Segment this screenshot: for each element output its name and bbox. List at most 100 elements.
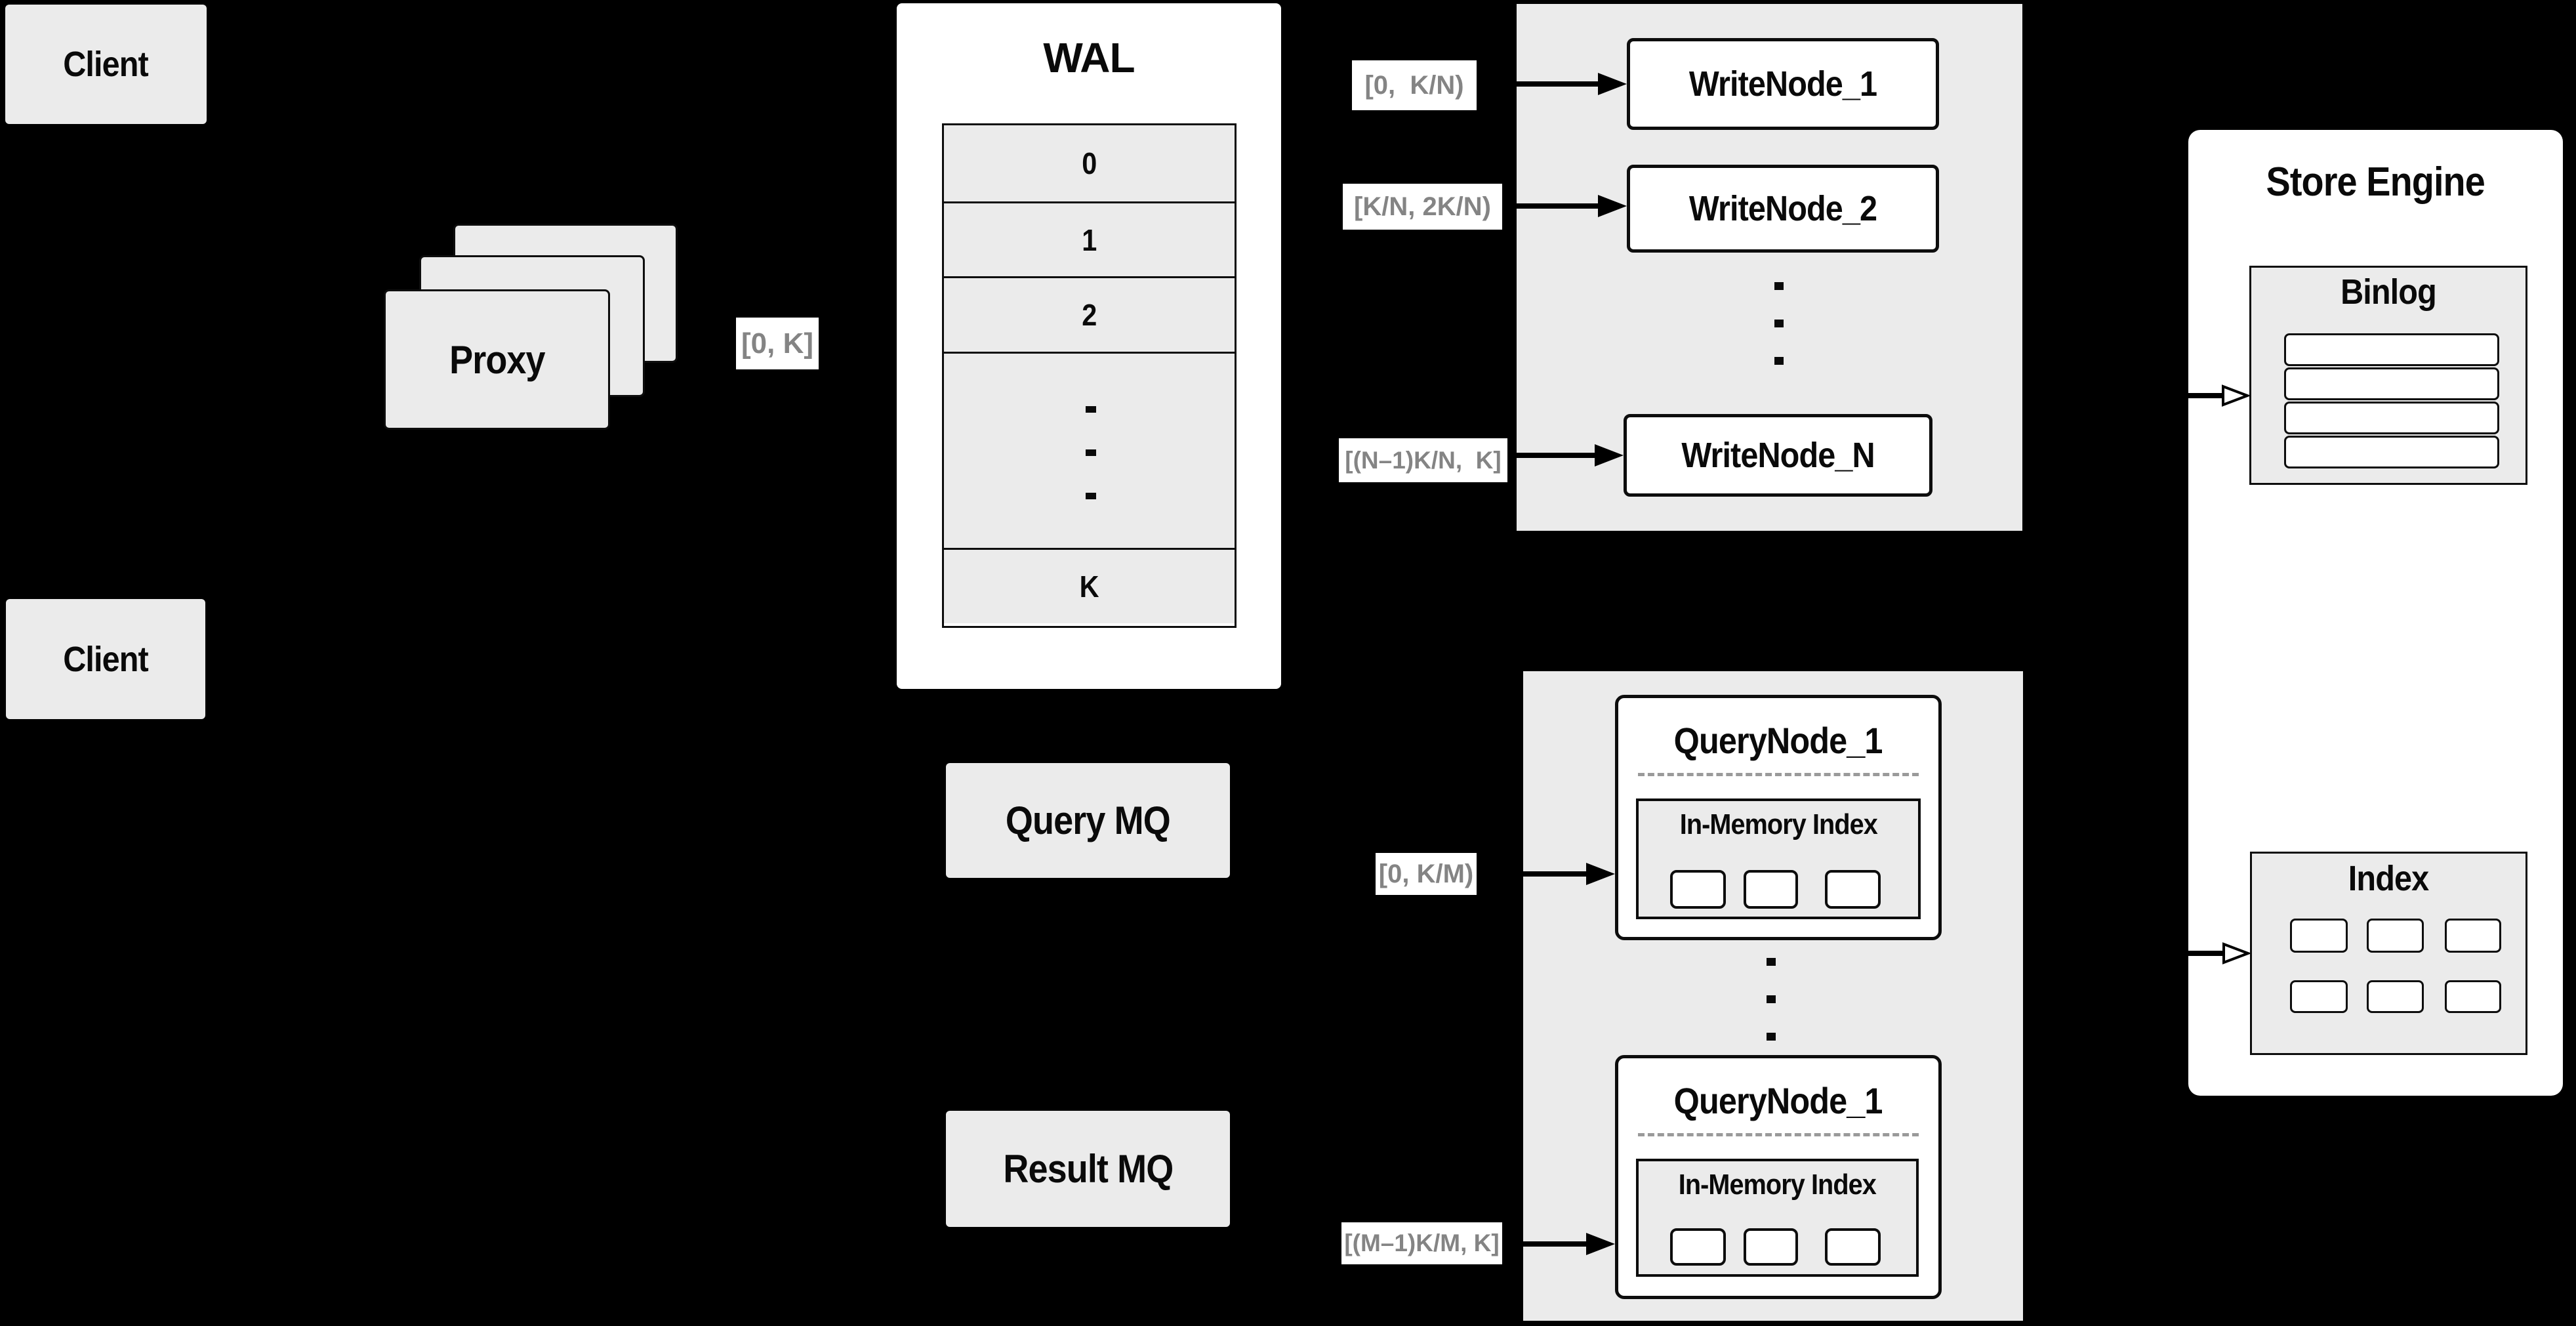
ellipsis-dot xyxy=(1774,320,1784,327)
write-node-1: WriteNode_1 xyxy=(1627,38,1939,130)
wal-segment-table: 0 1 2 K xyxy=(942,123,1237,628)
ellipsis-dot xyxy=(1767,958,1776,966)
client-box-top: Client xyxy=(5,5,207,124)
index-segment xyxy=(1670,1228,1726,1266)
write-node-1-label: WriteNode_1 xyxy=(1688,64,1877,104)
ellipsis-dot xyxy=(1086,406,1096,413)
arrow-to-query-node-1 xyxy=(1523,863,1615,885)
wal-title-text: WAL xyxy=(1043,34,1135,81)
in-memory-index-title-text: In-Memory Index xyxy=(1679,808,1877,840)
index-segment xyxy=(1744,1228,1798,1266)
client-top-label: Client xyxy=(63,45,150,84)
wal-row-1: 1 xyxy=(944,203,1235,278)
wal-row-1-label: 1 xyxy=(1081,222,1097,257)
query-range-label-1: [0, K/M) xyxy=(1376,853,1477,895)
index-segment xyxy=(2290,980,2348,1013)
arrow-line xyxy=(1517,453,1596,458)
ellipsis-dot xyxy=(1086,449,1096,456)
arrow-right-icon xyxy=(1586,1233,1615,1255)
query-mq-box: Query MQ xyxy=(946,763,1230,878)
wal-row-k: K xyxy=(944,550,1235,623)
wal-row-0-label: 0 xyxy=(1081,146,1097,180)
binlog-title: Binlog xyxy=(2249,270,2527,314)
wal-row-k-label: K xyxy=(1079,570,1099,604)
index-segment xyxy=(2367,980,2424,1013)
arrow-line xyxy=(1523,871,1587,877)
store-engine-title: Store Engine xyxy=(2188,152,2563,211)
proxy-range-label: [0, K] xyxy=(736,318,819,369)
index-title-text: Index xyxy=(2348,859,2429,898)
query-node-2-title: QueryNode_1 xyxy=(1618,1077,1938,1124)
write-range-label-1: [0, K/N) xyxy=(1352,60,1477,110)
write-node-n: WriteNode_N xyxy=(1624,414,1932,497)
in-memory-index-title: In-Memory Index xyxy=(1639,1168,1916,1202)
wal-row-2-label: 2 xyxy=(1081,298,1097,332)
query-mq-label: Query MQ xyxy=(1006,798,1171,842)
result-mq-label: Result MQ xyxy=(1003,1147,1174,1191)
index-segment xyxy=(2290,919,2348,953)
arrow-line xyxy=(1523,1241,1587,1247)
in-memory-index-title: In-Memory Index xyxy=(1639,808,1918,842)
proxy-box: Proxy xyxy=(384,289,610,430)
index-segment xyxy=(2445,919,2501,953)
wal-row-0: 0 xyxy=(944,125,1235,203)
arrow-right-icon xyxy=(1598,73,1627,95)
arrow-line xyxy=(1517,81,1599,87)
hollow-arrow-right-icon xyxy=(2222,384,2249,407)
index-segment xyxy=(1670,870,1726,909)
query-node-2-title-text: QueryNode_1 xyxy=(1674,1079,1883,1121)
dashed-divider xyxy=(1638,1133,1919,1136)
wal-title: WAL xyxy=(897,25,1281,91)
in-memory-index-box-1: In-Memory Index xyxy=(1636,798,1921,919)
index-segment xyxy=(1744,870,1798,909)
ellipsis-dot xyxy=(1774,357,1784,365)
binlog-segment xyxy=(2284,402,2499,434)
arrow-to-write-node-2 xyxy=(1517,195,1627,217)
wal-ellipsis-row xyxy=(944,354,1235,550)
binlog-segment xyxy=(2284,436,2499,468)
arrow-to-write-node-n xyxy=(1517,444,1624,466)
binlog-title-text: Binlog xyxy=(2341,272,2437,312)
wal-row-2: 2 xyxy=(944,278,1235,354)
write-node-2: WriteNode_2 xyxy=(1627,165,1939,253)
ellipsis-dot xyxy=(1086,493,1096,499)
arrow-to-binlog xyxy=(2188,384,2249,407)
query-node-1-title-text: QueryNode_1 xyxy=(1674,719,1883,761)
query-range-label-2: [(M–1)K/M, K] xyxy=(1341,1222,1502,1264)
ellipsis-dot xyxy=(1767,995,1776,1003)
index-segment xyxy=(1825,870,1881,909)
binlog-segment xyxy=(2284,367,2499,400)
arrow-right-icon xyxy=(1598,195,1627,217)
arrow-to-write-node-1 xyxy=(1517,73,1627,95)
ellipsis-dot xyxy=(1774,282,1784,290)
dashed-divider xyxy=(1638,773,1919,776)
query-node-1: QueryNode_1 In-Memory Index xyxy=(1615,695,1942,940)
query-node-2: QueryNode_1 In-Memory Index xyxy=(1615,1055,1942,1299)
in-memory-index-title-text: In-Memory Index xyxy=(1678,1169,1877,1201)
write-node-2-label: WriteNode_2 xyxy=(1688,189,1877,228)
client-bottom-label: Client xyxy=(63,639,149,679)
ellipsis-dot xyxy=(1767,1033,1776,1041)
arrow-right-icon xyxy=(1595,444,1624,466)
hollow-arrow-right-icon xyxy=(2222,942,2250,964)
client-box-bottom: Client xyxy=(6,599,205,719)
binlog-segment xyxy=(2284,333,2499,366)
arrow-right-icon xyxy=(1586,863,1615,885)
index-segment xyxy=(2367,919,2424,953)
arrow-line xyxy=(2188,951,2224,956)
write-range-label-2: [K/N, 2K/N) xyxy=(1343,184,1502,230)
index-box xyxy=(2250,852,2527,1055)
index-title: Index xyxy=(2250,857,2527,900)
arrow-to-index xyxy=(2188,942,2250,964)
arrow-to-query-node-2 xyxy=(1523,1233,1615,1255)
arrow-line xyxy=(2188,393,2223,398)
index-segment xyxy=(1825,1228,1881,1266)
in-memory-index-box-2: In-Memory Index xyxy=(1636,1159,1919,1277)
query-node-1-title: QueryNode_1 xyxy=(1618,716,1938,764)
arrow-line xyxy=(1517,203,1599,209)
proxy-label: Proxy xyxy=(449,337,545,382)
result-mq-box: Result MQ xyxy=(946,1111,1230,1227)
write-node-n-label: WriteNode_N xyxy=(1681,436,1875,475)
store-engine-title-text: Store Engine xyxy=(2266,159,2485,205)
